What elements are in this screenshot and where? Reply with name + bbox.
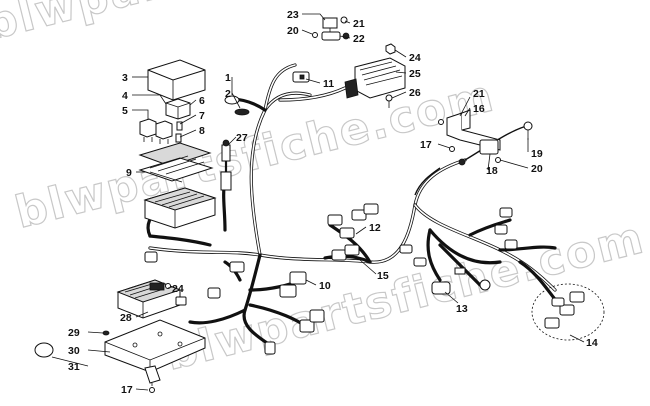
- callout-5: 5: [122, 105, 128, 117]
- callout-10: 10: [319, 280, 331, 292]
- ecu-mounting-plate: [104, 319, 206, 384]
- watermark-top: blwpartsfiche.com: [0, 0, 470, 51]
- callout-17-bottom: 17: [121, 384, 133, 396]
- callout-20-right: 20: [531, 163, 543, 175]
- callout-9: 9: [126, 167, 132, 179]
- relay-pair: [139, 118, 173, 144]
- sensor-probe: [220, 139, 232, 191]
- callout-numbers: 1 2 3 4 5 6 7 8 9 10 11 12 13 14 15 16 1…: [68, 9, 598, 396]
- callout-17-top: 17: [420, 139, 432, 151]
- callout-13: 13: [456, 303, 468, 315]
- fuse-block: [143, 187, 217, 229]
- fuses: [175, 121, 183, 143]
- callout-11: 11: [323, 78, 334, 90]
- connector-cluster-10: [144, 251, 325, 355]
- callout-19: 19: [531, 148, 543, 160]
- callout-3: 3: [122, 72, 128, 84]
- regulator-nut: [385, 43, 396, 55]
- callout-7: 7: [199, 110, 205, 122]
- connector-cluster-12: [327, 203, 379, 261]
- connector-group-14: [494, 207, 605, 341]
- callout-1: 1: [225, 72, 231, 84]
- ecu-screw: [165, 283, 187, 306]
- connector-11: [292, 71, 310, 83]
- fuse-panel: [138, 142, 214, 183]
- callout-20-top: 20: [287, 25, 299, 37]
- callout-21-top: 21: [353, 18, 365, 30]
- callout-6: 6: [199, 95, 205, 107]
- leader-lines: [51, 13, 585, 391]
- callout-4: 4: [122, 90, 128, 102]
- callout-25: 25: [409, 68, 421, 80]
- callout-29: 29: [68, 327, 80, 339]
- top-bracket-hardware: [312, 16, 350, 41]
- callout-30: 30: [68, 345, 80, 357]
- callout-23: 23: [287, 9, 299, 21]
- callout-18: 18: [486, 165, 498, 177]
- ecu-module: [116, 279, 182, 319]
- callout-26: 26: [409, 87, 421, 99]
- callout-31: 31: [68, 361, 80, 373]
- harness-clips: [224, 95, 250, 116]
- relay-large: [165, 98, 191, 120]
- fuse-box-cover: [147, 59, 206, 101]
- callout-24-top: 24: [409, 52, 421, 64]
- callout-21-right: 21: [473, 88, 485, 100]
- callout-15: 15: [377, 270, 389, 282]
- callout-24-bottom: 24: [172, 283, 184, 295]
- callout-22: 22: [353, 33, 365, 45]
- callout-14: 14: [586, 337, 598, 349]
- callout-12: 12: [369, 222, 381, 234]
- callout-28: 28: [120, 312, 132, 324]
- callout-16: 16: [473, 103, 485, 115]
- callout-8: 8: [199, 125, 205, 137]
- callout-27: 27: [236, 132, 248, 144]
- callout-2: 2: [225, 88, 231, 100]
- connector-cluster-13: [399, 244, 491, 295]
- voltage-regulator: [344, 57, 406, 99]
